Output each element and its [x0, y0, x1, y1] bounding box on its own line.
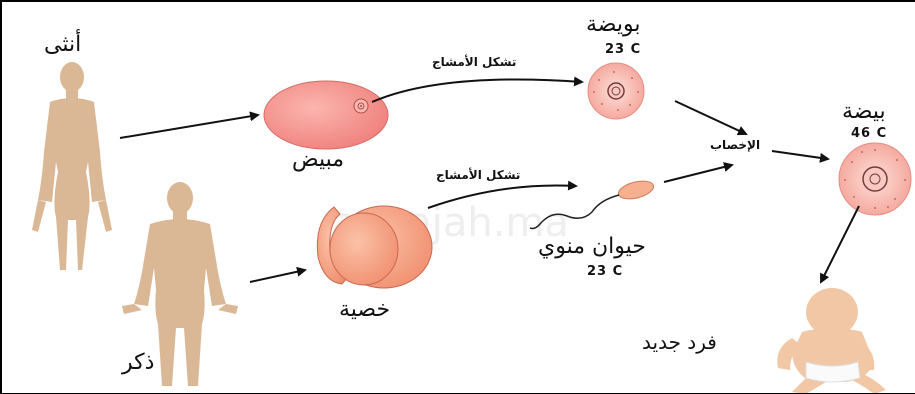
- zygote-label: بيضة: [842, 99, 886, 124]
- ovum-chromosomes-label: 23 C: [605, 42, 641, 57]
- ovum-label: بويضة: [586, 12, 640, 37]
- ovary-label: مبيض: [292, 147, 344, 172]
- zygote-chromosomes-label: 46 C: [851, 126, 887, 141]
- ovary-icon: [264, 81, 388, 149]
- ovum-icon: [588, 63, 644, 119]
- fertilization-label: الإخصاب: [710, 138, 760, 152]
- male-label: ذكر: [122, 350, 154, 375]
- gametogenesis-top-label: تشكل الأمشاج: [432, 55, 516, 69]
- sperm-label: حيوان منوي: [538, 234, 646, 259]
- female-label: أنثى: [44, 32, 81, 57]
- sperm-chromosomes-label: 23 C: [587, 264, 623, 279]
- zygote-icon: [839, 143, 911, 215]
- testis-icon: [317, 206, 432, 288]
- baby-icon: [777, 288, 886, 394]
- gametogenesis-bottom-label: تشكل الأمشاج: [436, 168, 520, 182]
- female-silhouette-icon: [32, 62, 112, 270]
- testis-label: خصية: [339, 297, 390, 322]
- new-individual-label: فرد جديد: [642, 330, 717, 354]
